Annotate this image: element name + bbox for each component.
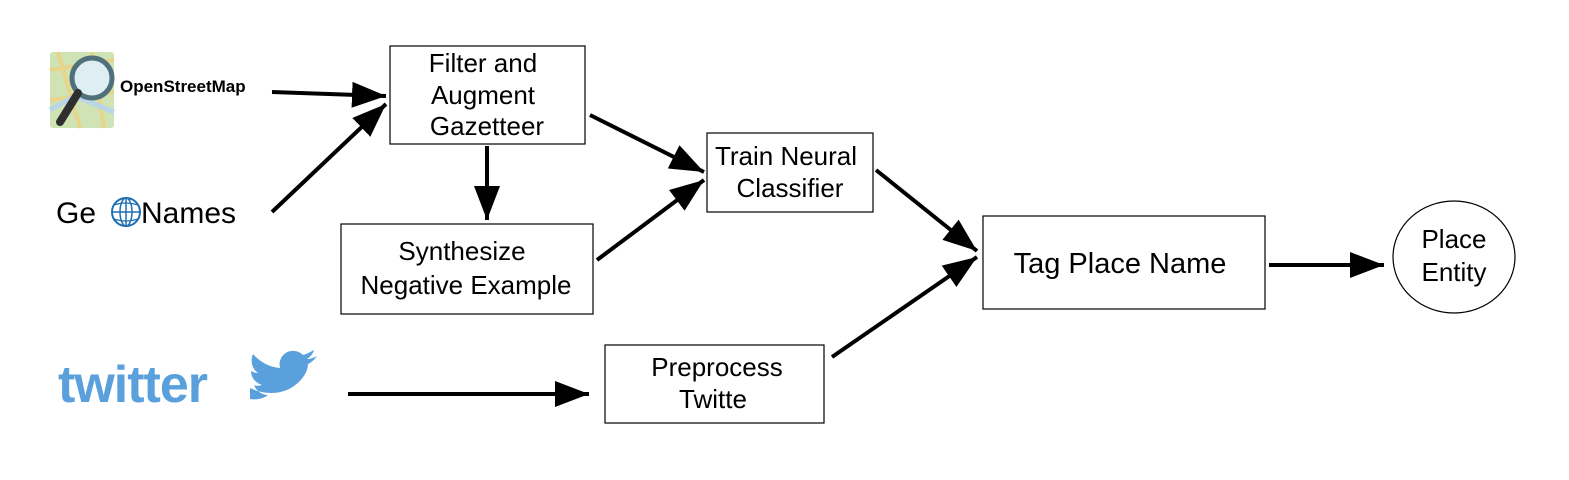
- twitter-source: twitter: [58, 350, 317, 414]
- entity-node-line1: Place: [1421, 224, 1486, 254]
- geonames-label-left: Ge: [56, 197, 96, 230]
- synthesize-negative-example-node: Synthesize Negative Example: [340, 223, 594, 315]
- openstreetmap-source: OpenStreetMap: [48, 51, 246, 129]
- synthesize-node-line2: Negative Example: [361, 270, 572, 300]
- train-node-line1: Train Neural: [715, 141, 857, 171]
- preprocess-node-line2: Twitte: [679, 384, 747, 414]
- filter-augment-gazetteer-node: Filter and Augment Gazetteer: [389, 45, 586, 145]
- arrow-geonames-to-filter: [270, 102, 388, 214]
- entity-node-line2: Entity: [1421, 257, 1486, 287]
- arrow-osm-to-filter: [271, 81, 387, 108]
- tag-node-label: Tag Place Name: [1014, 248, 1227, 280]
- place-entity-node: Place Entity: [1392, 200, 1516, 314]
- globe-icon: [111, 197, 141, 227]
- preprocess-node-line1: Preprocess: [651, 352, 783, 382]
- arrows: [270, 81, 1384, 407]
- filter-node-line2: Augment: [431, 80, 536, 110]
- geonames-source: Ge Names: [56, 197, 236, 230]
- arrow-synthesize-to-train: [595, 178, 706, 262]
- train-node-line2: Classifier: [737, 173, 844, 203]
- geonames-label-right: Names: [141, 197, 236, 230]
- arrow-filter-to-train: [589, 113, 705, 174]
- tag-place-name-node: Tag Place Name: [982, 215, 1266, 310]
- arrow-preprocess-to-tag: [830, 255, 979, 359]
- filter-node-line3: Gazetteer: [430, 111, 545, 141]
- bird-icon: [250, 350, 317, 400]
- arrow-train-to-tag: [874, 168, 979, 253]
- openstreetmap-label: OpenStreetMap: [120, 77, 246, 96]
- twitter-label: twitter: [58, 356, 208, 414]
- map-magnifier-icon: [48, 51, 115, 129]
- filter-node-line1: Filter and: [429, 48, 537, 78]
- synthesize-node-line1: Synthesize: [398, 236, 525, 266]
- preprocess-twitter-node: Preprocess Twitte: [604, 344, 825, 424]
- train-neural-classifier-node: Train Neural Classifier: [706, 132, 874, 213]
